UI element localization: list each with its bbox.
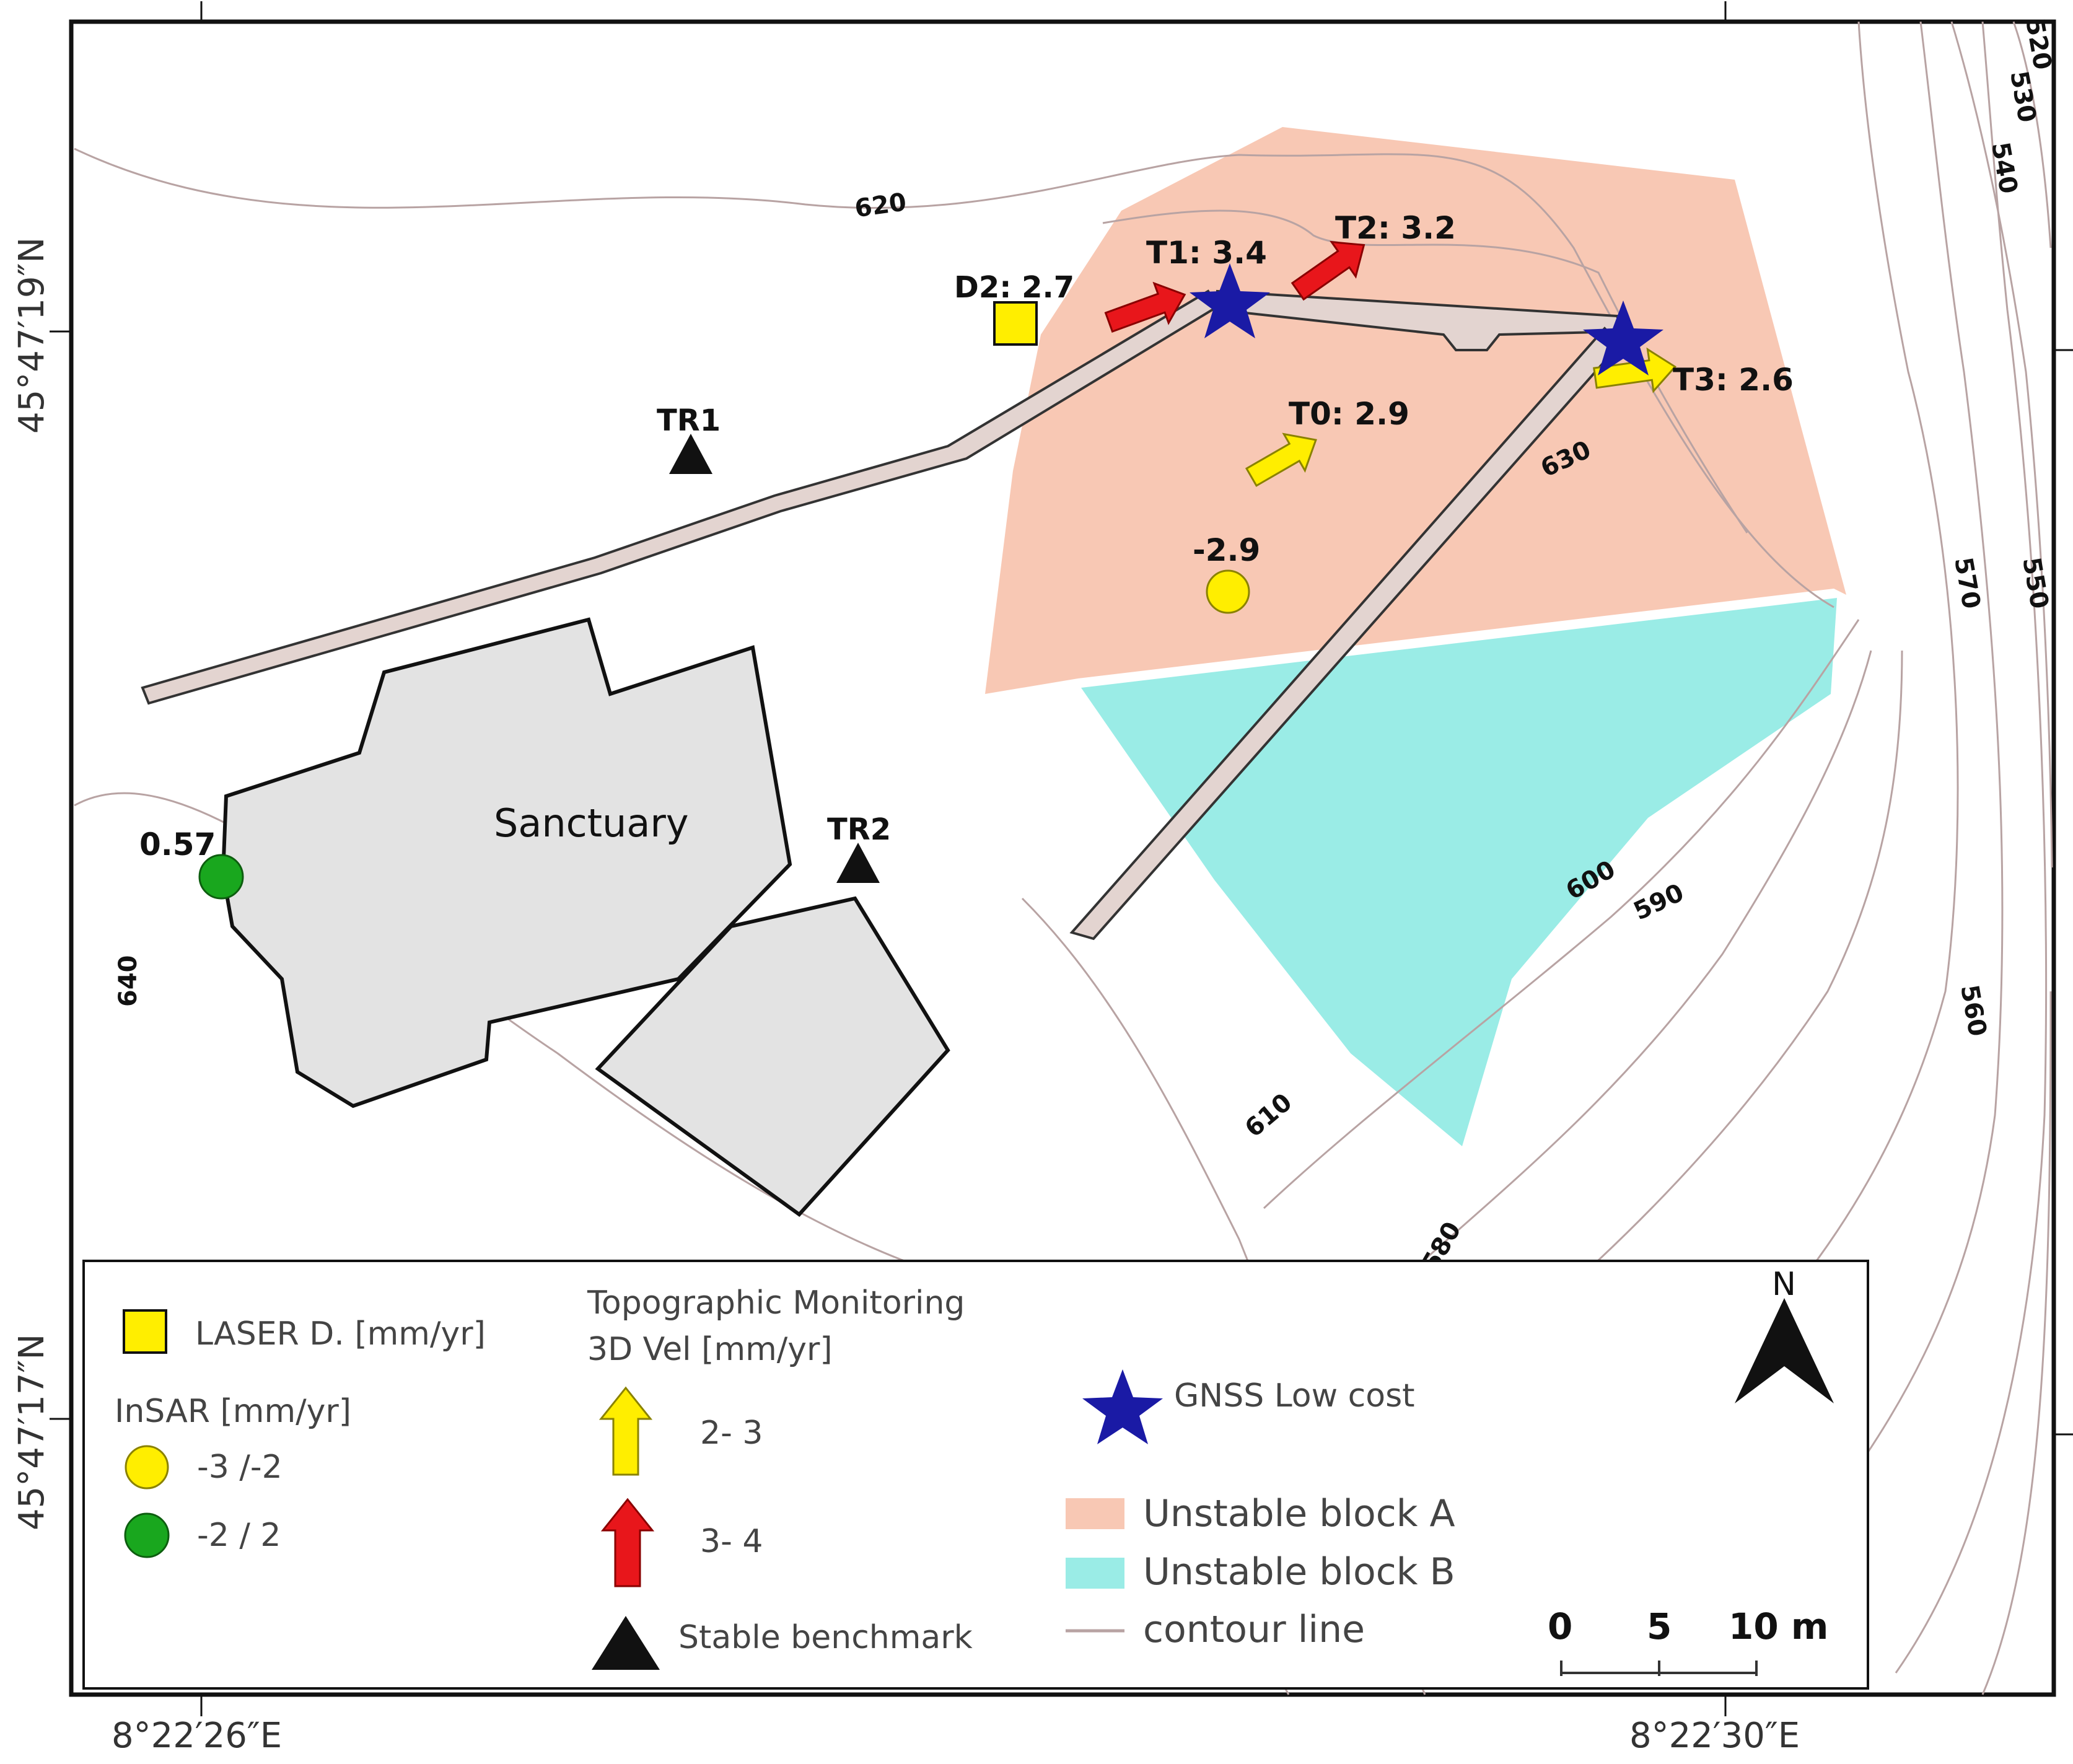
scale-label-10: 10 m xyxy=(1729,1605,1828,1648)
gnss-star-icon-t3 xyxy=(1583,301,1663,375)
t3-label: T3: 2.6 xyxy=(1673,362,1794,398)
legend-vel-yellow-label: 2- 3 xyxy=(700,1415,763,1452)
scale-label-0: 0 xyxy=(1548,1605,1572,1648)
lon-label-right: 8°22′30″E xyxy=(1629,1716,1800,1756)
north-arrow-icon xyxy=(1735,1298,1834,1403)
contour-label-640: 640 xyxy=(114,955,142,1007)
arrow-t3-icon xyxy=(1593,347,1677,393)
legend-laser-label: LASER D. [mm/yr] xyxy=(195,1315,486,1353)
scale-label-5: 5 xyxy=(1647,1605,1672,1648)
legend-benchmark-icon xyxy=(592,1616,660,1670)
insar-label-green: 0.57 xyxy=(139,827,216,862)
unstable-block-a xyxy=(985,127,1846,694)
legend-topo-title-2: 3D Vel [mm/yr] xyxy=(587,1331,833,1368)
benchmark-tr2-icon xyxy=(836,843,880,883)
legend-insar-yellow-label: -3 /-2 xyxy=(197,1449,283,1486)
contour-lines xyxy=(74,21,2053,1695)
insar-label-yellow: -2.9 xyxy=(1193,532,1260,568)
legend-insar-title: InSAR [mm/yr] xyxy=(115,1393,351,1430)
sanctuary-building xyxy=(221,617,792,1108)
secondary-building xyxy=(595,896,950,1218)
legend-red-arrow-icon xyxy=(600,1498,655,1587)
legend-block-b-label: Unstable block B xyxy=(1143,1550,1455,1594)
legend-gnss-star-icon xyxy=(1082,1369,1163,1444)
insar-point-yellow xyxy=(1206,569,1250,614)
benchmark-tr1-label: TR1 xyxy=(657,403,721,438)
lat-label-bottom: 45°47′17″N xyxy=(12,1334,52,1530)
lon-label-left: 8°22′26″E xyxy=(112,1716,282,1756)
legend-insar-green-label: -2 / 2 xyxy=(197,1517,281,1554)
insar-point-green xyxy=(198,854,244,900)
north-label: N xyxy=(1772,1266,1796,1303)
laser-d2-label: D2: 2.7 xyxy=(954,270,1074,305)
legend-box xyxy=(82,1260,1869,1690)
t2-label: T2: 3.2 xyxy=(1335,210,1456,246)
legend-laser-swatch xyxy=(123,1309,167,1354)
legend-topo-title-1: Topographic Monitoring xyxy=(587,1284,965,1322)
legend-block-a-label: Unstable block A xyxy=(1143,1492,1455,1535)
benchmark-tr2-label: TR2 xyxy=(827,812,891,847)
t1-label: T1: 3.4 xyxy=(1146,235,1267,271)
graticule-ticks xyxy=(50,1,2073,1716)
arrow-t2-icon xyxy=(1291,240,1365,301)
legend-insar-green-swatch xyxy=(124,1512,170,1558)
legend-yellow-arrow-icon xyxy=(598,1386,653,1476)
benchmark-tr1-icon xyxy=(669,434,712,474)
t0-label: T0: 2.9 xyxy=(1289,396,1409,432)
sanctuary-label: Sanctuary xyxy=(494,801,689,846)
legend-gnss-label: GNSS Low cost xyxy=(1174,1377,1415,1415)
gnss-star-icon-t1 xyxy=(1190,263,1270,338)
laser-d2-marker xyxy=(993,301,1038,346)
arrow-t0-icon xyxy=(1245,432,1317,487)
scale-bar xyxy=(1560,1661,1758,1676)
legend-insar-yellow-swatch xyxy=(125,1445,169,1490)
legend-contour-label: contour line xyxy=(1143,1608,1365,1651)
legend: LASER D. [mm/yr] InSAR [mm/yr] -3 /-2 -2… xyxy=(82,1260,1869,1690)
lat-label-top: 45°47′19″N xyxy=(12,237,52,434)
legend-vel-red-label: 3- 4 xyxy=(700,1523,763,1560)
legend-benchmark-label: Stable benchmark xyxy=(678,1619,973,1656)
arrow-t1-icon xyxy=(1104,281,1186,333)
legend-block-b-swatch xyxy=(1066,1558,1124,1589)
legend-block-a-swatch xyxy=(1066,1498,1124,1529)
